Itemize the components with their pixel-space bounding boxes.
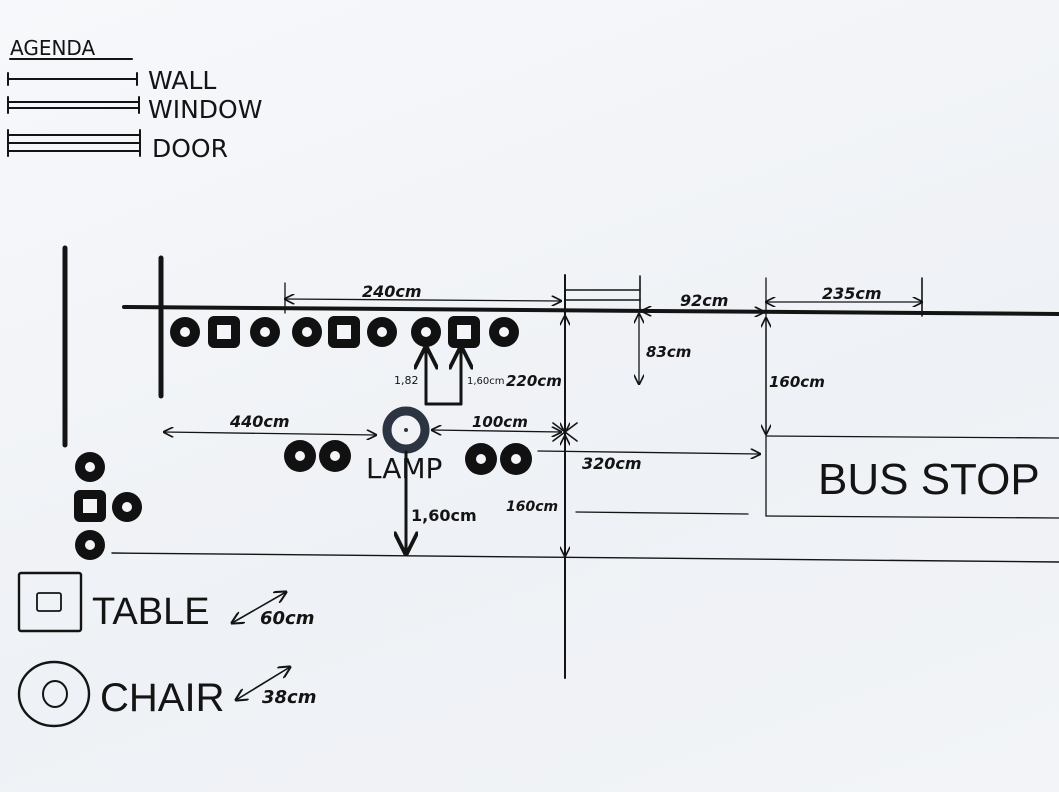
table-size-arrow [232,592,286,623]
dim-220-label: 220cm [506,372,562,390]
chair-icon [112,492,142,522]
top-row-furniture [170,316,519,348]
chair-icon [75,530,105,560]
legend: AGENDA WALL WINDOW DOOR [7,36,262,163]
table-key: TABLE 60cm [17,571,314,633]
chair-icon [17,660,91,728]
dim-235-label: 235cm [822,284,882,303]
legend-wall-label: WALL [148,66,216,95]
left-group-furniture [74,452,142,560]
bottom-boundary-line [111,552,1059,563]
chair-icon [170,317,200,347]
chair-icon [319,440,351,472]
chair-icon [411,317,441,347]
chair-icon [500,443,532,475]
dim-92-line [642,311,764,312]
top-wall [122,305,1059,316]
middle-row-furniture [284,440,532,475]
chair-icon [75,452,105,482]
dimension-lines [164,277,922,556]
legend-title: AGENDA [10,36,95,60]
chair-key: CHAIR 38cm [17,660,316,728]
lamp-icon [382,406,430,454]
dim-160-lamp-label: 1,60cm [411,506,477,525]
table-icon [448,316,480,348]
dimension-labels: 240cm 92cm 235cm 83cm 1,82 1,60cm 220cm … [229,282,882,525]
table-icon [328,316,360,348]
table-key-label: TABLE [92,591,210,633]
dim-240-label: 240cm [362,282,422,301]
dim-160-small-label: 1,60cm [467,376,505,387]
legend-door-symbol [7,129,141,157]
dim-83-label: 83cm [646,343,691,361]
chair-icon [284,440,316,472]
legend-wall-symbol [7,72,138,86]
legend-window-label: WINDOW [148,95,262,124]
top-door-bracket [564,275,641,313]
bus-stop-approach-line [575,511,749,515]
bus-stop-top-line [765,435,1059,439]
dim-160-right-label: 160cm [769,373,825,391]
dim-100-line [432,430,561,432]
dim-92-label: 92cm [680,291,728,310]
chair-size-arrow [236,667,290,700]
chair-key-label: CHAIR [100,676,224,720]
bus-stop-label: BUS STOP [818,455,1040,504]
chair-icon [250,317,280,347]
dim-440-line [164,432,376,435]
chair-icon [465,443,497,475]
dim-440-label: 440cm [229,412,290,431]
chair-size-label: 38cm [262,687,316,708]
dim-182-label: 1,82 [394,374,419,387]
table-size-label: 60cm [260,608,314,629]
chair-icon [489,317,519,347]
table-icon [74,490,106,522]
dim-240-line [285,299,561,301]
lamp-label: LAMP [366,452,442,485]
chair-icon [367,317,397,347]
chair-icon [292,317,322,347]
dim-100-label: 100cm [472,413,528,431]
legend-window-symbol [7,96,140,114]
table-icon [208,316,240,348]
bus-stop-area: BUS STOP [575,311,1059,519]
dim-160-left-label: 160cm [506,499,558,515]
bus-stop-bottom-line [765,515,1059,519]
legend-door-label: DOOR [152,134,228,163]
dim-320-label: 320cm [582,454,642,473]
dim-320-line [537,451,760,454]
table-icon [17,571,83,633]
